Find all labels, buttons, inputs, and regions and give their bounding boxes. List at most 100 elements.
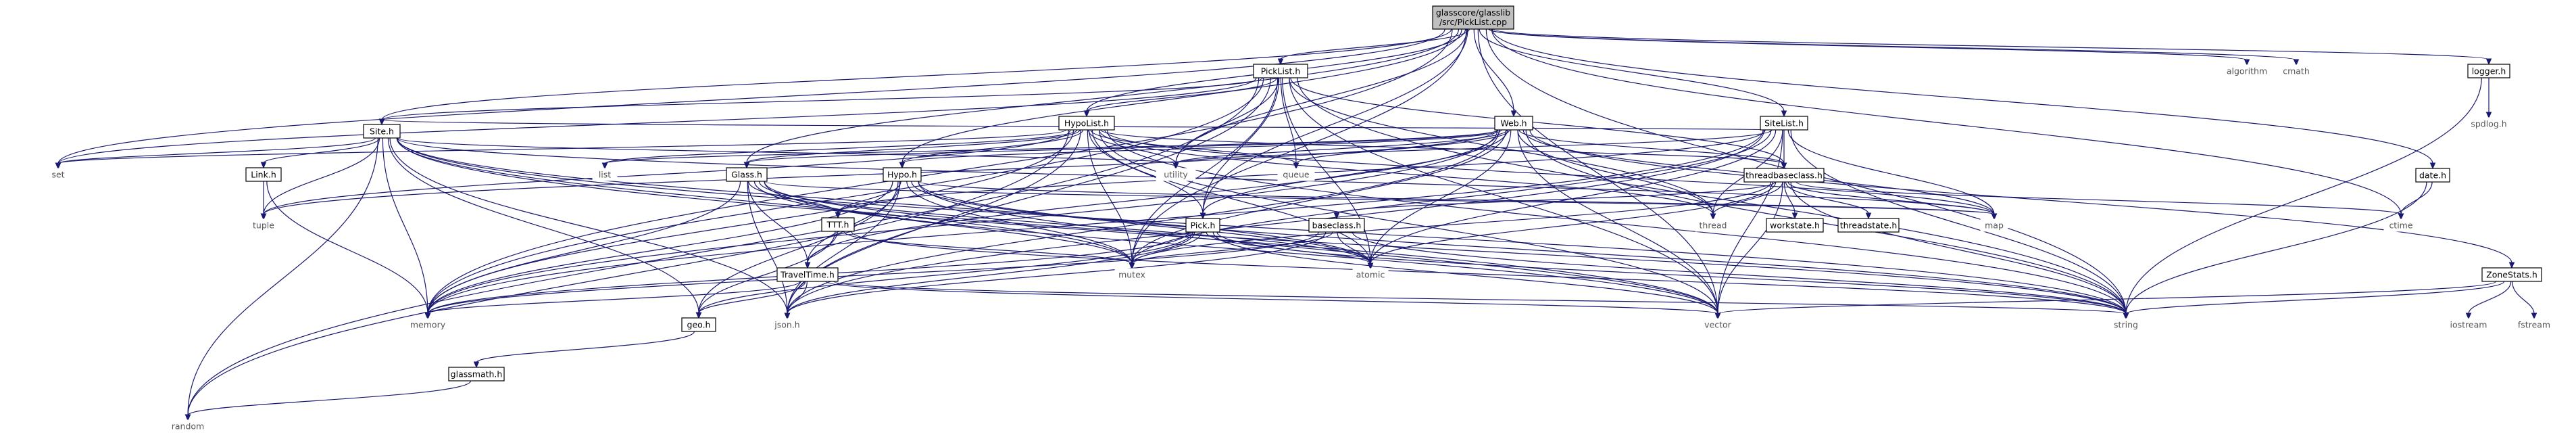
graph-nodes: glasscore/glasslib/src/PickList.cppalgor… [45,5,2554,433]
dependency-edge [427,129,1498,315]
node-box [1766,218,1824,233]
node-box [726,167,768,182]
node-label: ZoneStats.h [2486,270,2537,280]
edge-arrowhead [1129,262,1135,270]
dependency-edge [187,129,1069,416]
dependency-edge [787,129,1765,315]
node-baseclass[interactable]: baseclass.h [1308,218,1365,233]
node-label: atomic [1356,270,1385,280]
node-box [2108,318,2144,331]
dependency-edge [1088,129,1204,214]
edge-arrowhead [1172,162,1179,170]
dependency-edge [1518,129,1785,164]
dependency-edge [381,77,1263,120]
node-web[interactable]: Web.h [1494,116,1533,131]
dependency-edge [746,28,1460,164]
node-list: list [592,168,618,181]
dependency-edge [1785,181,1869,214]
edge-arrowhead [1367,262,1374,270]
node-hypolist[interactable]: HypoList.h [1058,116,1115,131]
node-set: set [45,168,71,181]
dependency-edge [787,281,808,315]
edge-arrowhead [1791,212,1798,220]
node-geo[interactable]: geo.h [681,317,716,332]
node-map: map [1980,218,2008,232]
dependency-edge [397,137,2127,315]
node-label: spdlog.h [2471,119,2506,129]
dependency-edge [901,129,1084,164]
dependency-edge [1337,231,1371,264]
dependency-edge [1131,231,1333,264]
dependency-edge [1175,77,1279,164]
node-label: threadstate.h [1840,221,1898,231]
node-box [883,167,922,182]
node-label: tuple [253,221,274,231]
dependency-edge [698,231,1193,314]
dependency-edge [1790,181,2127,315]
dependency-edge [746,129,1499,164]
dependency-edge [758,181,1371,264]
node-json: json.h [769,318,806,331]
node-mutex: mutex [1114,268,1149,281]
dependency-edge [1795,181,2402,215]
node-box [2481,267,2542,282]
node-box [247,218,280,232]
node-pick[interactable]: Pick.h [1185,218,1220,233]
edge-arrowhead [695,312,702,319]
dependency-edge [1370,129,1512,264]
node-label: SiteList.h [1764,118,1804,129]
node-label: HypoList.h [1064,118,1109,129]
node-threadbaseclass[interactable]: threadbaseclass.h [1743,168,1825,183]
node-ttt[interactable]: TTT.h [821,217,855,232]
edge-arrowhead [1277,58,1284,66]
dependency-edge [1783,181,1795,214]
node-box [1277,168,1315,181]
node-box [245,167,282,182]
node-label: logger.h [2472,66,2506,76]
node-label: PickList.h [1261,66,1301,76]
dependency-edge [1131,181,1772,264]
node-date[interactable]: date.h [2415,168,2450,183]
node-traveltime[interactable]: TravelTime.h [776,267,839,282]
node-label: mutex [1118,270,1145,280]
node-zonestats[interactable]: ZoneStats.h [2481,267,2542,282]
node-box [1743,168,1825,183]
node-glassmath[interactable]: glassmath.h [448,367,505,382]
node-box [769,318,806,331]
root-label-line2: /src/PickList.cpp [1439,17,1507,27]
node-vector: vector [1699,318,1737,331]
dependency-edge [57,137,376,164]
node-box [407,318,448,331]
node-label: vector [1704,320,1732,330]
dependency-edge [807,231,838,264]
node-hypo[interactable]: Hypo.h [883,167,922,182]
node-logger[interactable]: logger.h [2467,64,2510,78]
dependency-edge [263,129,1071,215]
dependency-edge [1100,129,1785,164]
node-box [1760,116,1808,131]
node-link[interactable]: Link.h [245,167,282,182]
root-node[interactable]: glasscore/glasslib/src/PickList.cpp [1432,5,1514,30]
node-threadstate[interactable]: threadstate.h [1837,218,1900,233]
node-picklist[interactable]: PickList.h [1253,64,1308,78]
node-glass[interactable]: Glass.h [726,167,768,182]
edge-arrowhead [1510,110,1517,118]
node-box [776,267,839,282]
node-queue: queue [1277,168,1315,181]
node-label: fstream [2518,320,2550,330]
edge-arrowhead [2531,313,2537,320]
node-workstate[interactable]: workstate.h [1766,218,1824,233]
edge-arrowhead [2293,59,2300,66]
dependency-edge [1787,181,1995,215]
dependency-edge [698,181,899,314]
node-label: queue [1283,170,1309,180]
node-box [1156,168,1196,181]
edge-arrowhead [899,162,906,169]
edge-arrowhead [473,361,480,369]
node-box [2447,318,2490,331]
node-label: geo.h [687,320,711,330]
node-site[interactable]: Site.h [363,124,401,139]
dependency-edge [57,77,1257,164]
node-label: list [599,170,611,180]
node-sitelist[interactable]: SiteList.h [1760,116,1808,131]
